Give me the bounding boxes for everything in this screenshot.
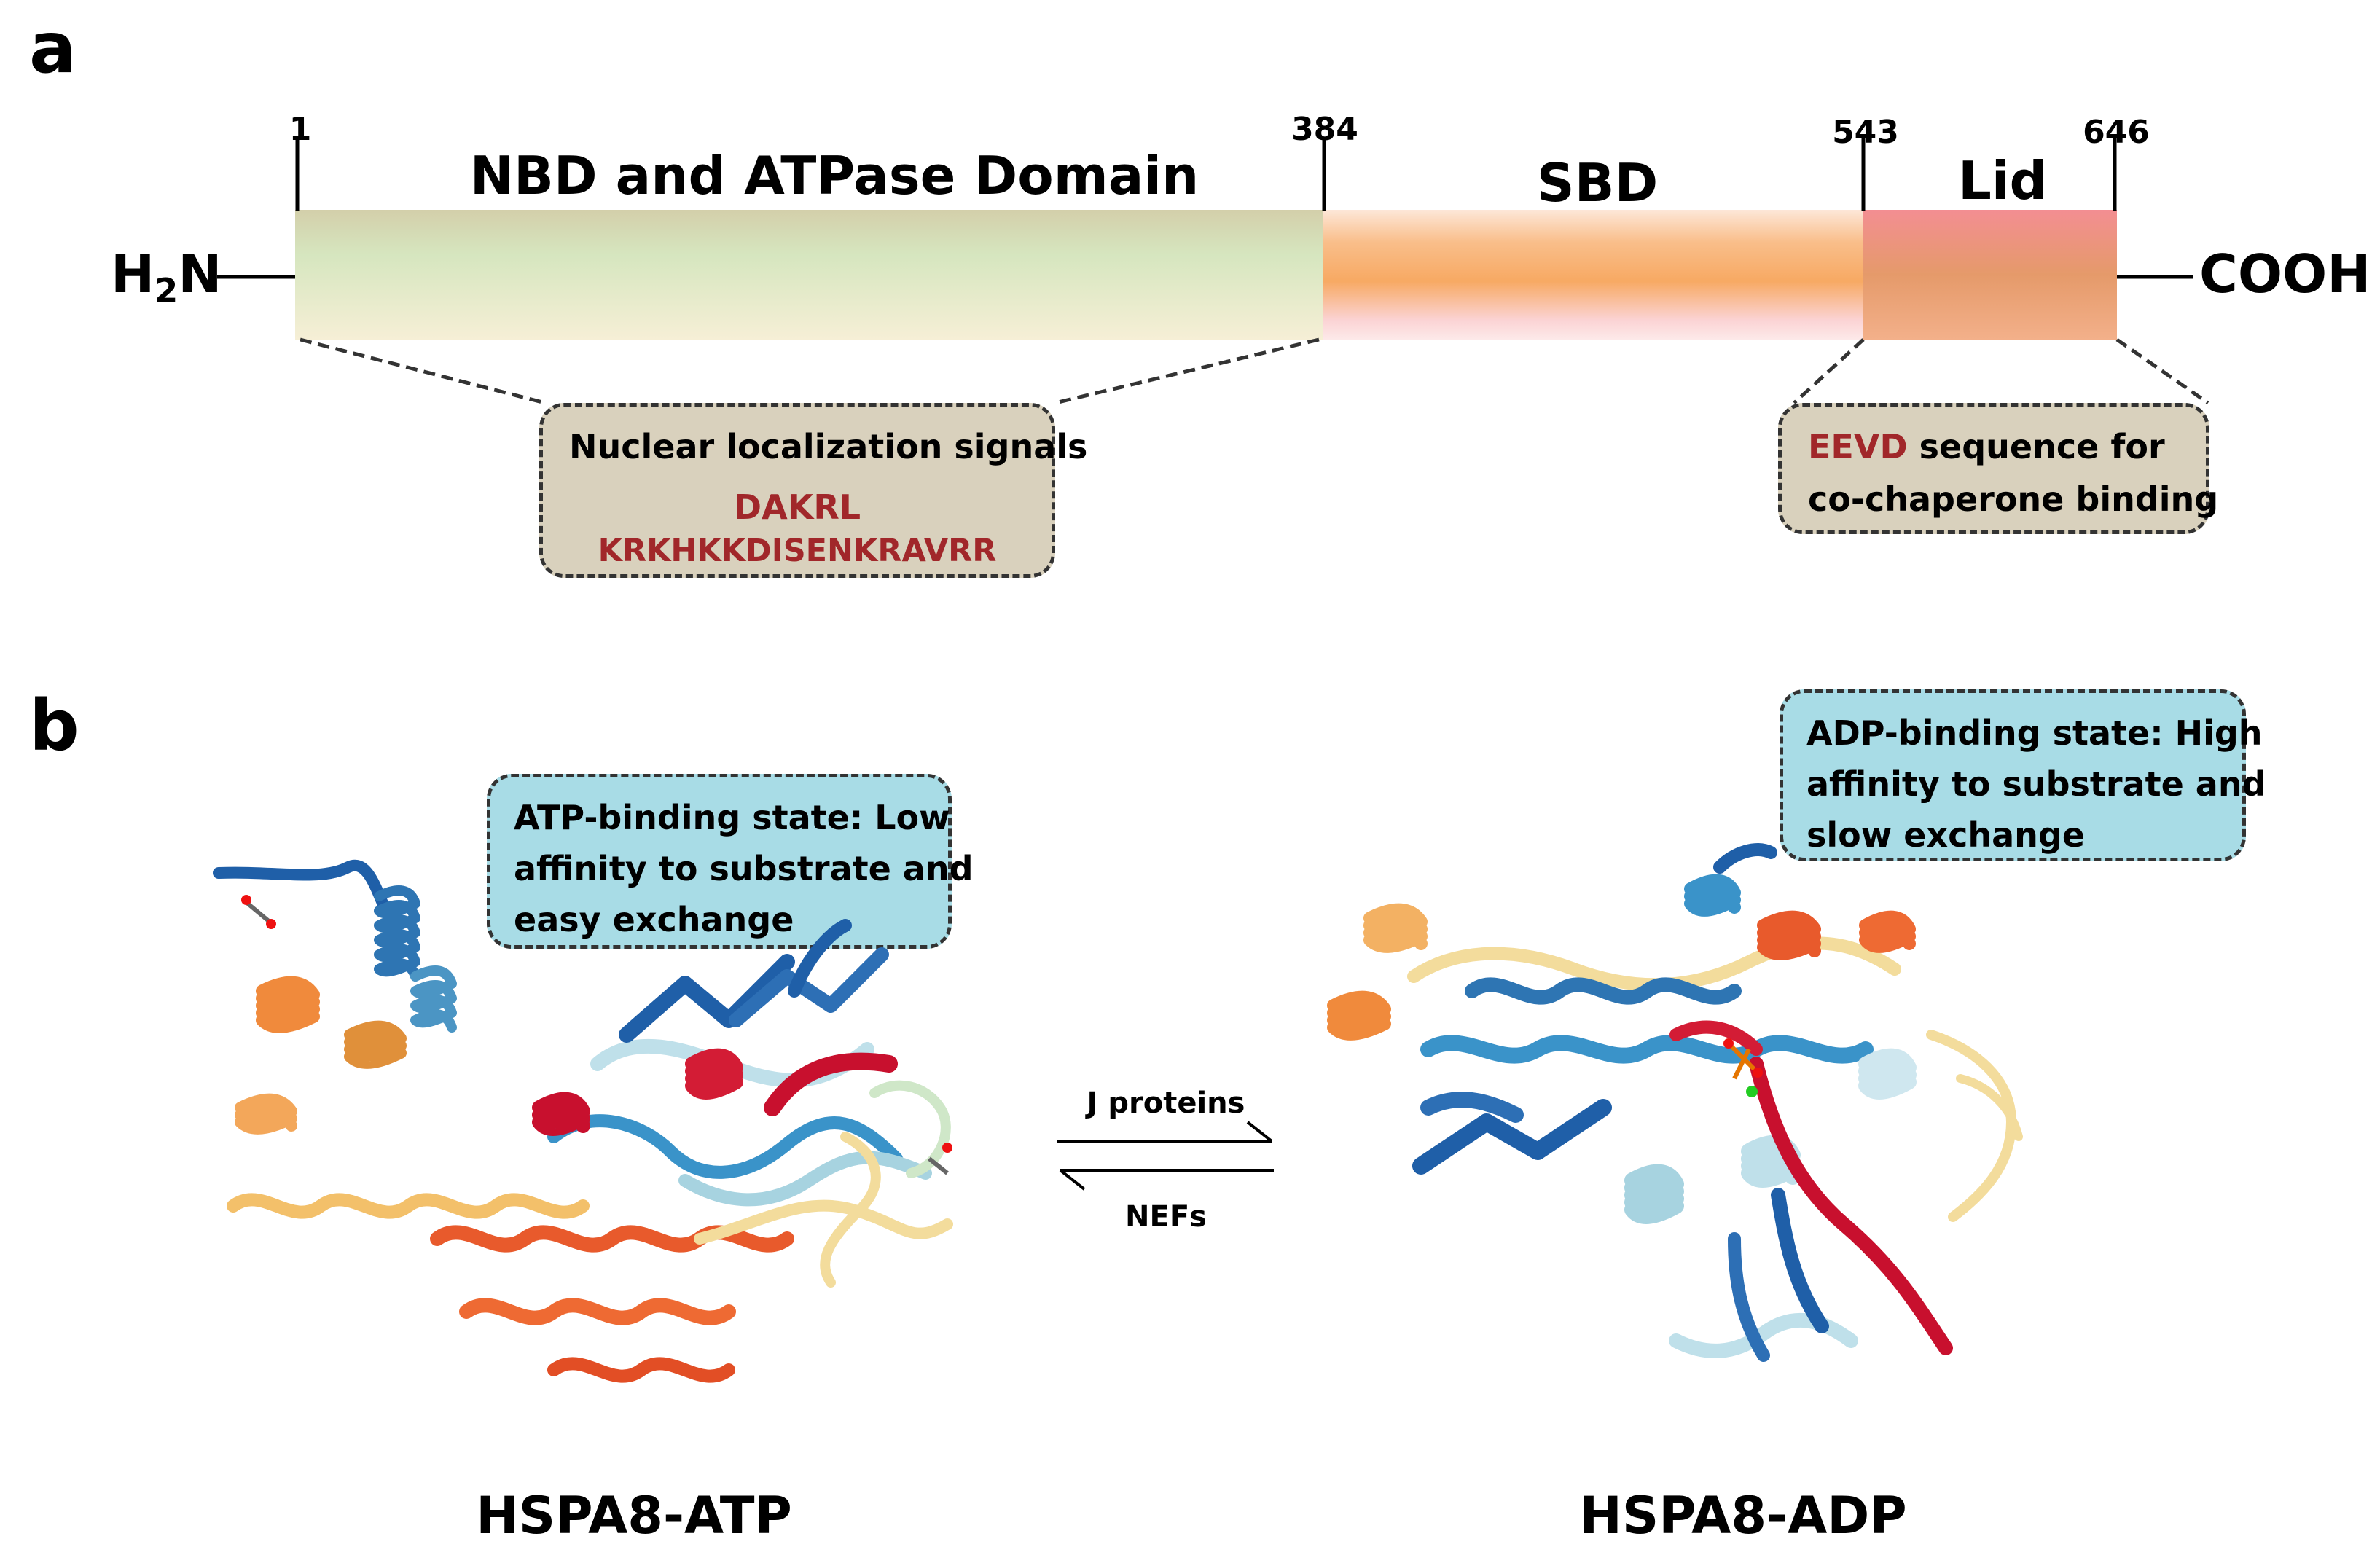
tick-label-543: 543 <box>1832 114 1899 151</box>
adp-callout-line2: affinity to substrate and <box>1806 764 2266 804</box>
nbd-label: NBD and ATPase Domain <box>469 145 1199 206</box>
tick-label-384: 384 <box>1291 111 1358 148</box>
eevd-highlight: EEVD <box>1808 427 1908 466</box>
j-proteins-label: J proteins <box>1087 1086 1245 1120</box>
eevd-zoom-line-left <box>1793 338 1865 404</box>
adp-callout-line3: slow exchange <box>1806 815 2086 855</box>
domain-diagram <box>217 137 2209 405</box>
panel-b-letter: b <box>29 685 79 767</box>
nbd-domain-bar <box>295 210 1323 340</box>
hspa8-adp-label: HSPA8-ADP <box>1579 1486 1907 1546</box>
atp-callout-line3: easy exchange <box>514 900 794 939</box>
lid-label: Lid <box>1957 150 2048 211</box>
tick-label-646: 646 <box>2083 114 2150 151</box>
n-terminus-label: H2N <box>111 243 222 310</box>
lid-domain-bar <box>1863 210 2117 340</box>
atp-callout-line2: affinity to substrate and <box>514 849 974 888</box>
eevd-callout-line1: EEVD sequence for <box>1808 427 2165 466</box>
nls-zoom-line-left <box>300 337 546 405</box>
nls-callout: Nuclear localization signals DAKRL KRKHK… <box>539 403 1087 578</box>
tick-label-1: 1 <box>289 111 312 148</box>
eevd-callout: EEVD sequence for co-chaperone binding <box>1778 403 2218 534</box>
sbd-domain-bar <box>1323 210 1863 340</box>
nls-seq-1: DAKRL <box>733 487 861 527</box>
eevd-callout-line2: co-chaperone binding <box>1808 479 2219 519</box>
sbd-label: SBD <box>1536 152 1659 214</box>
nls-zoom-line-right <box>1054 337 1320 405</box>
adp-callout-line1: ADP-binding state: High <box>1806 713 2263 753</box>
reverse-arrowhead <box>1059 1169 1086 1191</box>
panel-a-letter: a <box>29 7 77 89</box>
atp-state-callout: ATP-binding state: Low affinity to subst… <box>487 774 974 949</box>
nefs-label: NEFs <box>1125 1200 1207 1234</box>
nls-seq-2: KRKHKKDISENKRAVRR <box>598 533 997 569</box>
forward-arrowhead <box>1246 1121 1273 1143</box>
c-terminus-label: COOH <box>2199 243 2371 305</box>
hspa8-atp-label: HSPA8-ATP <box>476 1486 792 1546</box>
atp-callout-line1: ATP-binding state: Low <box>514 798 950 837</box>
eevd-zoom-line-right <box>2115 337 2209 405</box>
adp-state-callout: ADP-binding state: High affinity to subs… <box>1780 689 2266 861</box>
nls-callout-title: Nuclear localization signals <box>569 427 1088 466</box>
